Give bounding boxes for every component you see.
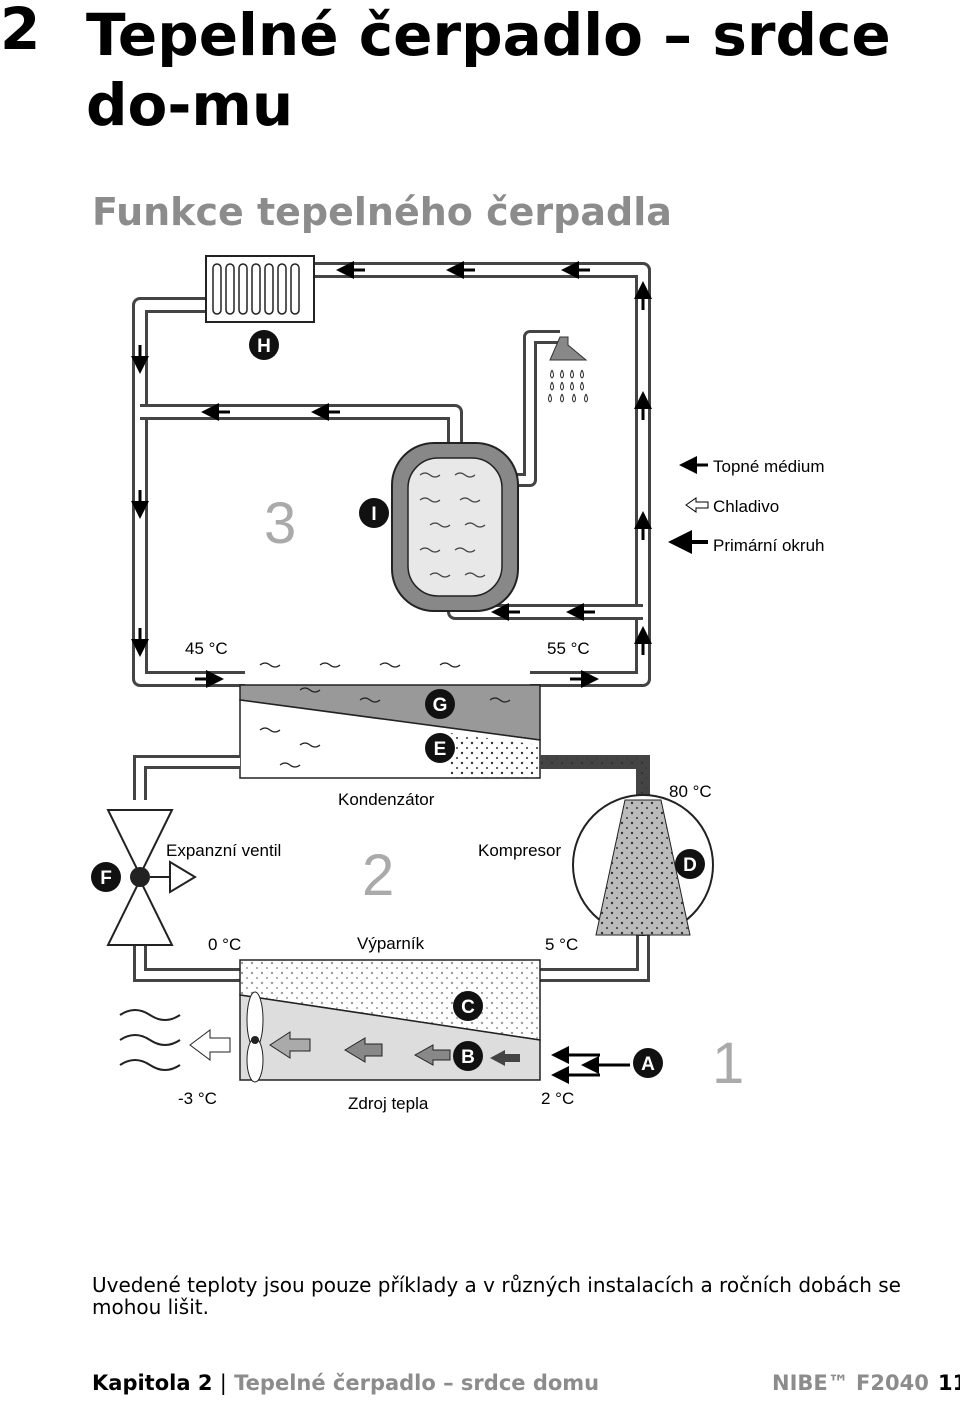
refrigerant-circuit [133, 755, 650, 982]
label-heat-source: Zdroj tepla [348, 1094, 429, 1113]
radiator-icon [205, 255, 315, 323]
legend-refrigerant-swatch [685, 497, 709, 513]
legend-refrigerant: Chladivo [713, 497, 779, 516]
temp-5: 5 °C [545, 935, 578, 954]
expansion-valve [106, 809, 197, 946]
marker-c: C [461, 997, 475, 1018]
heat-pump-diagram: Topné médium Chladivo Primární okruh 3 2… [91, 255, 825, 1113]
label-compressor: Kompresor [478, 841, 561, 860]
label-condenser: Kondenzátor [338, 790, 435, 809]
markers: H I G E F D C B A [91, 330, 705, 1078]
footer-subtitle: Tepelné čerpadlo – srdce domu [234, 1371, 600, 1395]
legend: Topné médium Chladivo Primární okruh [668, 456, 825, 555]
temp-0: 0 °C [208, 935, 241, 954]
water-heater-tank [391, 442, 519, 612]
section-title: Funkce tepelného čerpadla [92, 190, 672, 234]
legend-heating-medium: Topné médium [713, 457, 825, 476]
heating-circuit [132, 262, 651, 687]
legend-primary-circuit: Primární okruh [713, 536, 824, 555]
marker-h: H [257, 336, 271, 357]
marker-i: I [371, 504, 376, 525]
fan-icon [246, 991, 264, 1083]
circuit-number-2: 2 [362, 843, 394, 908]
airflow-arrows [119, 1009, 630, 1084]
page-number: 11 [938, 1371, 960, 1395]
marker-e: E [434, 739, 447, 760]
compressor [572, 794, 714, 936]
marker-a: A [641, 1054, 655, 1075]
marker-b: B [461, 1047, 475, 1068]
flow-arrows [131, 261, 652, 688]
marker-f: F [100, 868, 112, 889]
temp-45: 45 °C [185, 639, 228, 658]
label-expansion-valve: Expanzní ventil [166, 841, 281, 860]
condenser [239, 662, 541, 779]
evaporator [239, 959, 541, 1081]
footer-separator: | [219, 1371, 227, 1395]
temp-minus-3: -3 °C [178, 1089, 217, 1108]
chapter-number: 2 [0, 0, 41, 63]
temp-80: 80 °C [669, 782, 712, 801]
circuit-number-1: 1 [712, 1031, 744, 1096]
marker-d: D [683, 855, 697, 876]
temp-55: 55 °C [547, 639, 590, 658]
circuit-number-3: 3 [264, 491, 296, 556]
chapter-title: Tepelné čerpadlo – srdce do-mu [86, 1, 891, 139]
footer-chapter-label: Kapitola 2 [92, 1371, 213, 1395]
footer-chapter: Kapitola 2 | Tepelné čerpadlo – srdce do… [92, 1371, 599, 1395]
temp-2: 2 °C [541, 1089, 574, 1108]
temperature-note: Uvedené teploty jsou pouze příklady a v … [92, 1273, 901, 1319]
label-evaporator: Výparník [357, 934, 425, 953]
marker-g: G [433, 695, 448, 716]
shower-icon [548, 336, 588, 403]
footer-product: NIBE™ F2040 [772, 1371, 929, 1395]
